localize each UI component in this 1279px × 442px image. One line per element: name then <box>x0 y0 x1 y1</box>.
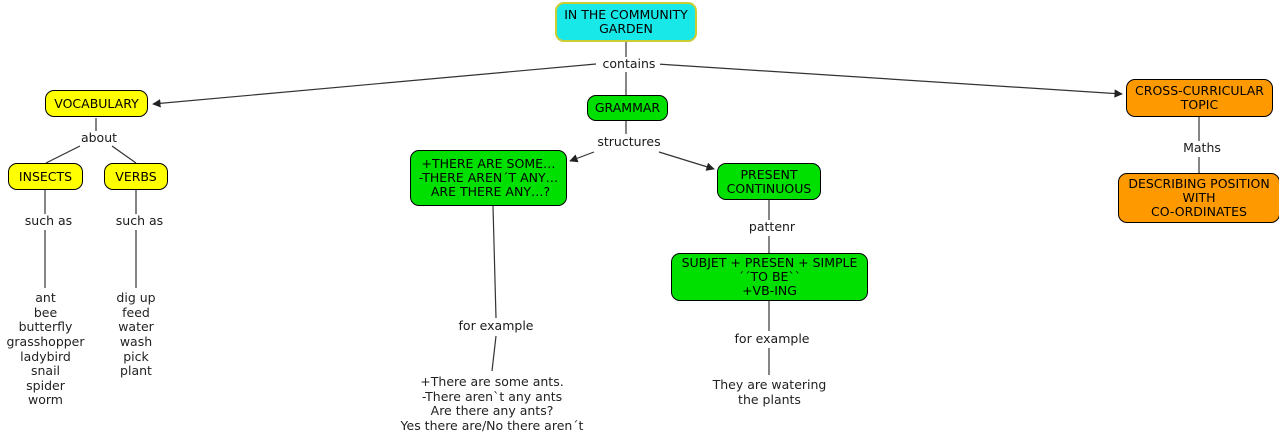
node-insects[interactable]: INSECTS <box>8 163 83 190</box>
node-verbs[interactable]: VERBS <box>104 163 168 190</box>
leaf-insect-examples: ant bee butterfly grasshopper ladybird s… <box>6 290 85 408</box>
edge-contains-to-vocabulary <box>152 63 597 108</box>
edge-contains-to-cross-curricular <box>656 63 1123 98</box>
node-vocabulary[interactable]: VOCABULARY <box>45 90 148 117</box>
leaf-there-are-examples: +There are some ants. -There aren`t any … <box>400 374 584 433</box>
node-there-are-structures[interactable]: +THERE ARE SOME… -THERE AREN´T ANY… ARE … <box>410 150 567 206</box>
node-cross-curricular-topic[interactable]: CROSS-CURRICULAR TOPIC <box>1126 79 1273 117</box>
edge-for-example-to-there-are-examples <box>491 335 497 372</box>
leaf-present-continuous-examples: They are watering the plants <box>712 377 827 407</box>
edge-about-to-insects <box>45 145 81 164</box>
leaf-verb-examples: dig up feed water wash pick plant <box>116 290 156 379</box>
node-describing-position[interactable]: DESCRIBING POSITION WITH CO-ORDINATES <box>1118 173 1279 223</box>
node-present-continuous[interactable]: PRESENT CONTINUOUS <box>717 163 821 200</box>
edge-label-contains: contains <box>598 56 660 72</box>
edge-label-such-as-verbs: such as <box>109 213 170 229</box>
node-in-the-community-garden[interactable]: IN THE COMMUNITY GARDEN <box>555 2 697 42</box>
edge-about-to-verbs <box>111 145 137 164</box>
edge-label-about: about <box>72 130 126 146</box>
edge-structures-to-there-are <box>569 151 595 163</box>
edge-structures-to-present-continuous <box>658 151 715 171</box>
edge-label-for-example-present-continuous: for example <box>729 331 815 347</box>
edge-label-for-example-there-are: for example <box>453 318 539 334</box>
edge-label-structures: structures <box>591 134 667 150</box>
node-grammar[interactable]: GRAMMAR <box>587 95 668 121</box>
edge-there-are-to-for-example <box>492 205 497 319</box>
edge-label-pattenr: pattenr <box>744 219 800 235</box>
edge-label-maths: Maths <box>1176 140 1228 156</box>
node-present-continuous-pattern[interactable]: SUBJET + PRESEN + SIMPLE ´´TO BE`` +VB-I… <box>671 253 868 301</box>
edge-label-such-as-insects: such as <box>18 213 79 229</box>
